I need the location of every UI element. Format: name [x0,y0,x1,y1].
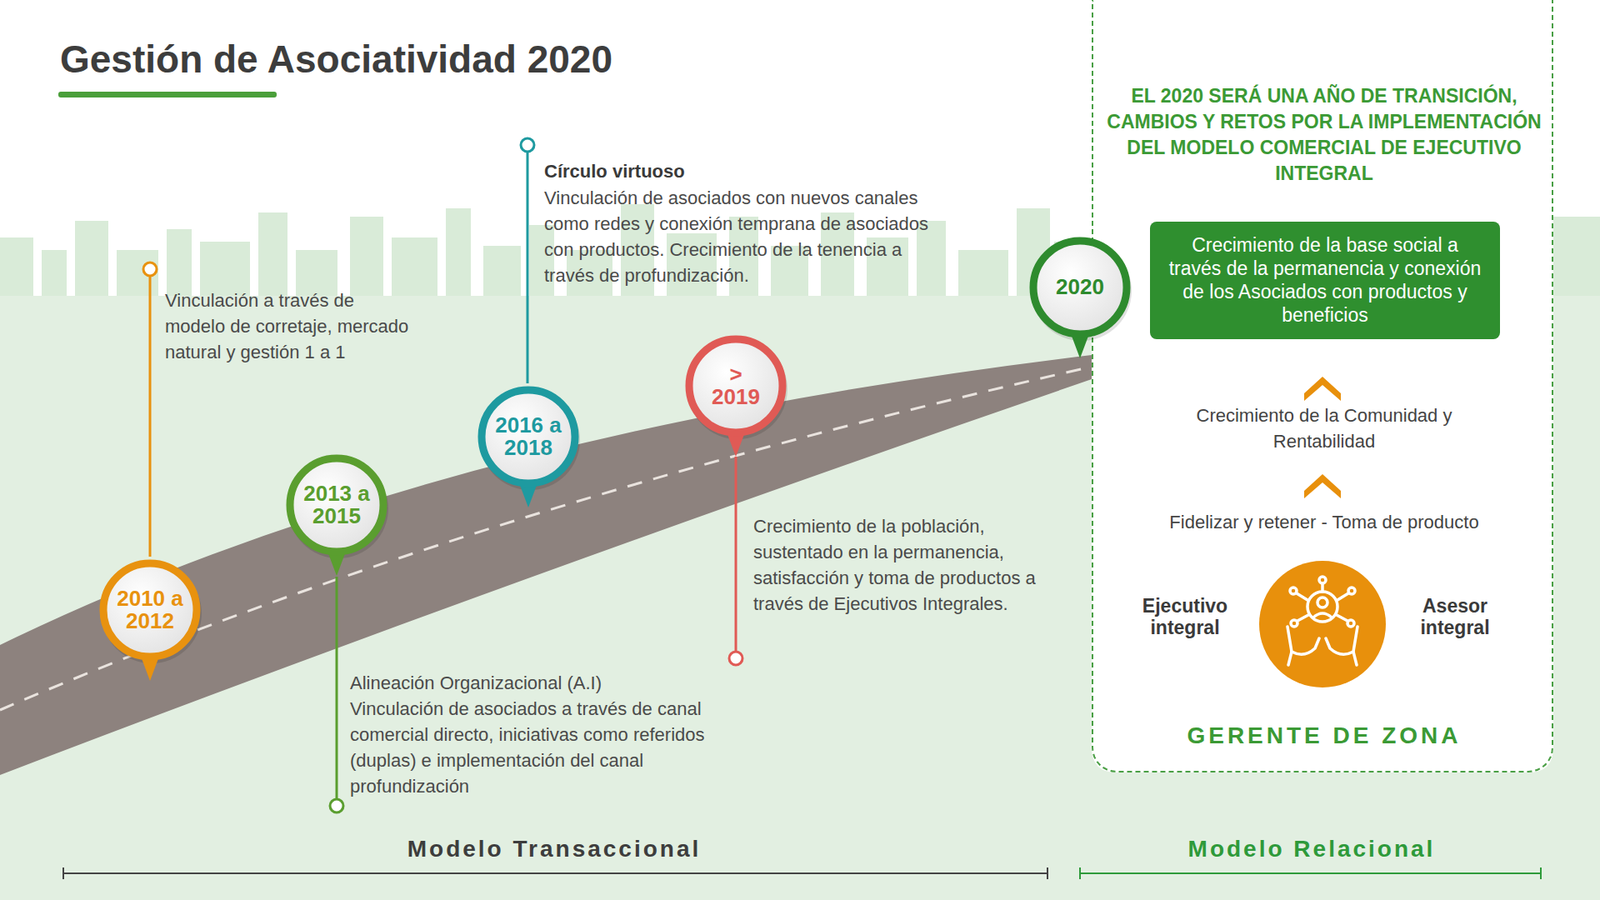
milestone-description: Vinculación de asociados a través de can… [350,695,767,800]
section-rulers-part-part [1046,867,1049,880]
road-line [0,366,1092,710]
milestone-description: Vinculación de asociados con nuevos cana… [544,185,936,289]
panel-text: Asesor integral [1396,595,1514,640]
highlight-box: Crecimiento de la base social a través d… [1150,221,1500,340]
section-rulers-part [1080,867,1541,880]
section-label: Modelo Transaccional [304,835,805,864]
skyline-part [445,208,471,300]
icon-part-part [1290,587,1297,595]
skyline-part [350,216,384,300]
skyline-part [116,250,159,300]
icon [1259,560,1386,688]
milestone-pin: 2013 a 2015 [282,450,391,560]
skyline-part [483,245,521,305]
leader-lines-part [735,456,738,652]
leader-lines-part [149,275,152,557]
box-text: Crecimiento de la base social a través d… [1165,233,1485,327]
section-rulers-part-part [63,872,1048,875]
skyline-part [75,220,109,305]
section-rulers-part-part [1079,867,1081,880]
icon-part-part [1325,626,1358,655]
section-rulers-part [63,867,1048,880]
icon-part-part [1290,620,1298,627]
icon-part-part [1319,576,1326,584]
panel-text: Ejecutivo integral [1126,595,1244,640]
section-rulers [63,867,1541,880]
milestone-pin: 2016 a 2018 [474,382,583,491]
milestone-description: Vinculación a través de modelo de corret… [165,287,415,365]
title: Gestión de Asociatividad 2020 [60,36,613,82]
milestone-heading: Alineación Organizacional (A.I) [350,670,784,696]
chevrons-part [1304,474,1341,499]
milestone-description: Crecimiento de la población, sustentado … [753,513,1037,617]
skyline-part [41,250,67,300]
leader-lines-part [335,576,339,800]
leader-lines-part [526,151,530,384]
milestone-year: 2010 a 2012 [108,555,192,665]
icon-part-part [1336,615,1348,621]
milestone-heading: Círculo virtuoso [544,158,928,185]
icon-part-part [1296,593,1308,600]
skyline-part [958,250,1009,300]
icon-part-part [1337,593,1349,600]
panel-heading: EL 2020 SERÁ UNA AÑO DE TRANSICIÓN, CAMB… [1103,83,1545,187]
icon-part-part [1313,613,1332,618]
skyline-part [1553,216,1600,300]
skyline-part [529,225,555,300]
section-label: Modelo Relacional [1103,835,1520,864]
icon-part-part [1348,587,1355,595]
icon-part [1287,576,1358,665]
leader-lines-part [330,799,344,813]
icon-part-part [1353,651,1357,665]
leader-lines-part [143,262,157,276]
panel-text: GERENTE DE ZONA [1103,721,1545,750]
milestone-year: 2013 a 2015 [295,450,379,560]
section-rulers-part-part [1540,867,1542,880]
icon-part-part [1347,620,1355,627]
leader-lines-part [729,651,743,665]
panel-text: Crecimiento de la Comunidad y Rentabilid… [1157,403,1491,455]
icon-part-part [1287,626,1320,655]
milestone-pin: > 2019 [681,331,790,440]
icon-part-part [1307,591,1338,622]
chevrons-part [1304,376,1341,401]
milestone-year: > 2019 [706,331,765,440]
milestone-year: 2016 a 2018 [486,382,570,491]
icon-part-part [1317,597,1328,608]
panel-ground [1091,0,1554,773]
section-rulers-part-part [1080,872,1541,875]
leader-lines-part [520,138,535,152]
skyline-part [391,237,438,305]
model-panel: EL 2020 SERÁ UNA AÑO DE TRANSICIÓN, CAMB… [1091,0,1554,773]
icon-part [1259,560,1386,688]
milestone-pin: 2010 a 2012 [95,555,205,665]
icon-part-part [1297,615,1309,621]
panel-text: Fidelizar y retener - Toma de producto [1103,510,1545,536]
title-underline [58,91,277,98]
milestone-year: 2020 [1038,233,1122,342]
section-rulers-part-part [62,867,65,880]
milestone-pin: 2020 [1025,233,1135,342]
skyline-part [0,237,34,305]
icon-part-part [1288,651,1292,665]
